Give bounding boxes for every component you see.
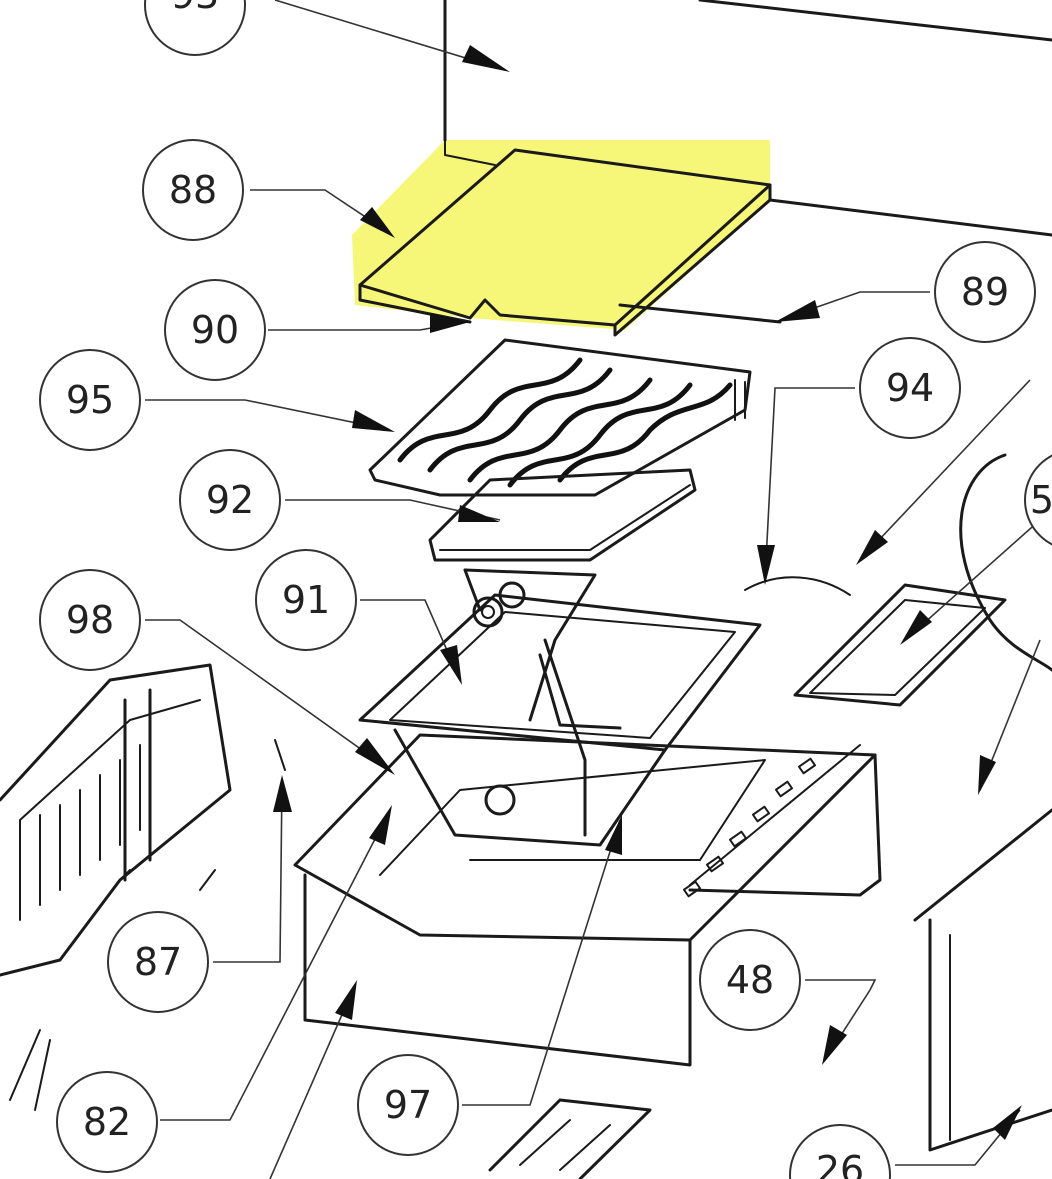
callout-26[interactable]: 26 [789, 1124, 891, 1179]
callout-95-label: 95 [66, 378, 114, 422]
highlight-shape [352, 140, 770, 330]
callout-48-label: 48 [726, 958, 774, 1002]
grate-95[interactable] [368, 338, 752, 497]
callout-97[interactable]: 97 [357, 1054, 459, 1156]
burner-assembly[interactable] [428, 468, 697, 722]
callout-26-label: 26 [816, 1148, 864, 1179]
callout-48[interactable]: 48 [699, 929, 801, 1031]
callout-88[interactable]: 88 [142, 139, 244, 241]
callout-92[interactable]: 92 [179, 449, 281, 551]
callout-90-label: 90 [191, 308, 239, 352]
cover-plate-top [358, 148, 772, 327]
callout-82-label: 82 [83, 1100, 131, 1144]
callout-92-label: 92 [206, 478, 254, 522]
bottom-parts [9, 739, 652, 1179]
callout-93[interactable]: 93 [144, 0, 246, 56]
callout-90[interactable]: 90 [164, 279, 266, 381]
leader-lines [145, 0, 1041, 1179]
callout-91[interactable]: 91 [255, 549, 357, 651]
callout-5x[interactable]: 5 [1024, 450, 1052, 550]
left-side-panel[interactable] [0, 663, 232, 977]
right-side-components[interactable] [744, 453, 1052, 1152]
callout-93-label: 93 [171, 0, 219, 17]
callout-87[interactable]: 87 [107, 911, 209, 1013]
base-housing[interactable] [293, 733, 882, 1067]
callout-98-label: 98 [66, 598, 114, 642]
callout-97-label: 97 [384, 1083, 432, 1127]
callout-82[interactable]: 82 [56, 1071, 158, 1173]
callout-5x-label: 5 [1030, 478, 1052, 522]
callout-89-label: 89 [961, 270, 1009, 314]
callout-87-label: 87 [134, 940, 182, 984]
callout-95[interactable]: 95 [39, 349, 141, 451]
highlighted-cover-plate[interactable] [352, 139, 772, 337]
frame-lines [443, 0, 1052, 324]
callout-94[interactable]: 94 [859, 337, 961, 439]
callout-88-label: 88 [169, 168, 217, 212]
callout-98[interactable]: 98 [39, 569, 141, 671]
callout-89[interactable]: 89 [934, 241, 1036, 343]
callout-91-label: 91 [282, 578, 330, 622]
callout-94-label: 94 [886, 366, 934, 410]
